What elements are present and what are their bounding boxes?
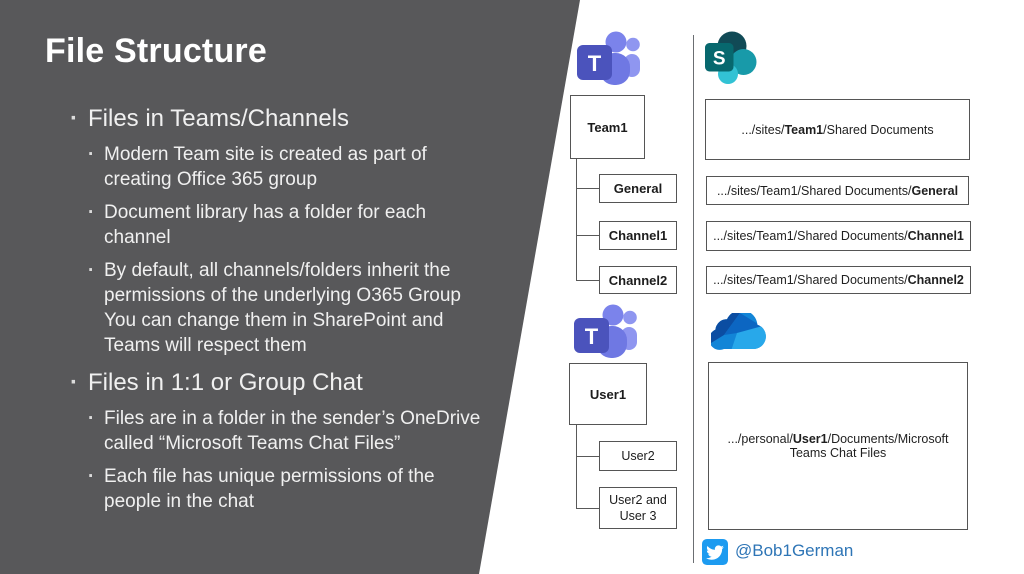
bullet-item: Files in 1:1 or Group Chat	[70, 368, 558, 398]
bullet-item: Modern Team site is created as part of c…	[88, 142, 558, 192]
bullet-item: Files are in a folder in the sender’s On…	[88, 406, 558, 456]
bullet-item: Document library has a folder for each c…	[88, 200, 558, 250]
path-text: .../sites/Team1/Shared Documents/General	[716, 183, 959, 198]
bullet-item: Each file has unique permissions of the …	[88, 464, 558, 514]
bullet-text: Files in Teams/Channels	[88, 105, 350, 132]
tree-node-label: Channel2	[608, 272, 668, 288]
bullet-text: By default, all channels/folders inherit…	[104, 260, 461, 356]
twitter-icon	[702, 539, 728, 565]
connector-line	[576, 456, 599, 457]
tree-node-label: User1	[589, 386, 627, 402]
page-title: File Structure	[45, 32, 267, 70]
tree-node-general: General	[599, 174, 677, 203]
sharepoint-path-team1: .../sites/Team1/Shared Documents	[705, 99, 970, 160]
bullet-item: Files in Teams/Channels	[70, 104, 558, 134]
tree-node-user2-user3: User2 and User 3	[599, 487, 677, 529]
tree-node-user2: User2	[599, 441, 677, 471]
tree-node-channel1: Channel1	[599, 221, 677, 250]
sharepoint-icon: S	[704, 31, 758, 86]
teams-icon: T	[571, 302, 637, 360]
tree-node-label: User2	[621, 448, 655, 463]
tree-node-channel2: Channel2	[599, 266, 677, 294]
bullet-list: Files in Teams/Channels Modern Team site…	[70, 104, 558, 514]
onedrive-icon	[711, 313, 766, 351]
connector-line	[576, 425, 577, 508]
path-text: .../personal/User1/Documents/Microsoft T…	[727, 432, 949, 460]
bullet-text: Each file has unique permissions of the …	[104, 466, 435, 512]
sharepoint-path-general: .../sites/Team1/Shared Documents/General	[706, 176, 969, 205]
bullet-item: By default, all channels/folders inherit…	[88, 258, 558, 358]
svg-text:T: T	[585, 324, 599, 349]
connector-line	[576, 159, 577, 281]
tree-node-user1: User1	[569, 363, 647, 425]
sharepoint-path-channel2: .../sites/Team1/Shared Documents/Channel…	[706, 266, 971, 294]
connector-line	[576, 280, 599, 281]
bullet-text: Files in 1:1 or Group Chat	[88, 369, 363, 396]
connector-line	[576, 508, 599, 509]
tree-node-label: General	[613, 181, 663, 196]
teams-icon: T	[574, 29, 640, 87]
path-text: .../sites/Team1/Shared Documents	[741, 122, 934, 137]
path-text: .../sites/Team1/Shared Documents/Channel…	[713, 229, 964, 243]
tree-node-label: Channel1	[608, 228, 668, 243]
tree-node-label: User2 and User 3	[609, 492, 667, 523]
path-text: .../sites/Team1/Shared Documents/Channel…	[713, 273, 964, 287]
tree-node-team1: Team1	[570, 95, 645, 159]
connector-line	[576, 235, 599, 236]
svg-text:S: S	[713, 49, 726, 70]
column-divider	[693, 35, 694, 563]
twitter-handle: @Bob1German	[735, 541, 854, 560]
sharepoint-path-channel1: .../sites/Team1/Shared Documents/Channel…	[706, 221, 971, 251]
connector-line	[576, 188, 599, 189]
tree-node-label: Team1	[587, 119, 628, 135]
bullet-text: Modern Team site is created as part of c…	[104, 144, 427, 190]
onedrive-path-box: .../personal/User1/Documents/Microsoft T…	[708, 362, 968, 530]
svg-text:T: T	[588, 51, 602, 76]
bullet-text: Document library has a folder for each c…	[104, 202, 427, 248]
bullet-text: Files are in a folder in the sender’s On…	[104, 408, 481, 454]
